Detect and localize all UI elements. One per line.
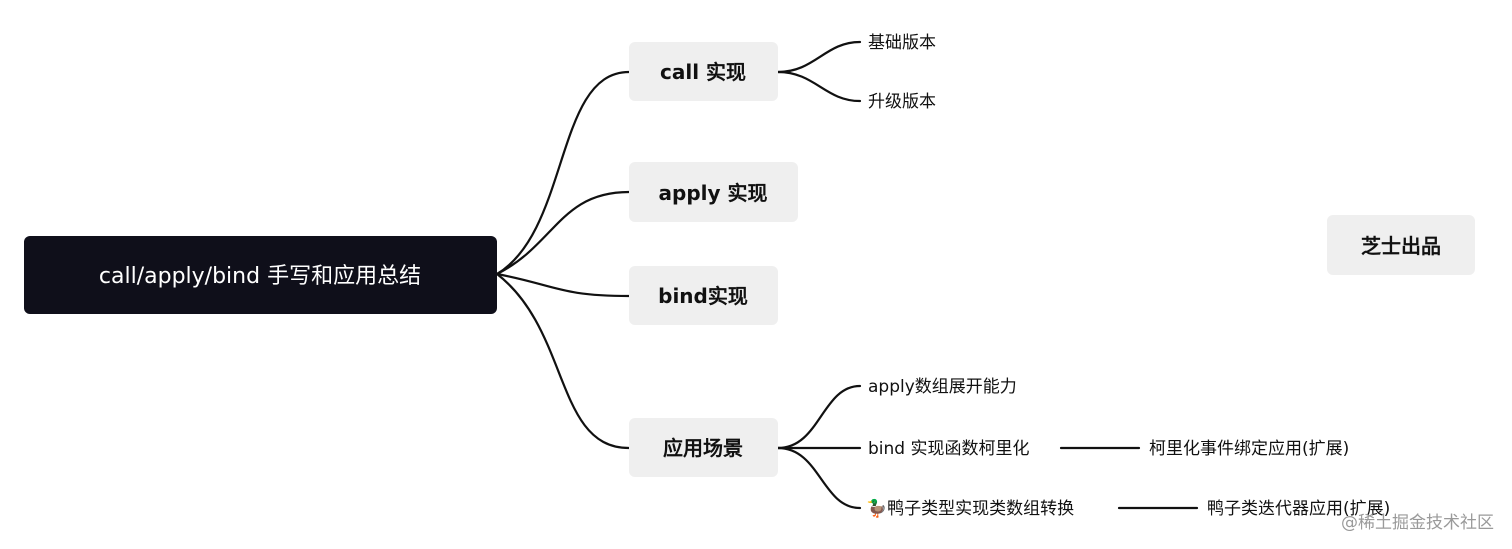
branch-node-bind-label: bind实现 xyxy=(658,284,748,308)
connector-lines xyxy=(495,40,1199,510)
floating-node[interactable]: 芝士出品 xyxy=(1327,215,1475,275)
branch-node-bind-box xyxy=(629,266,778,325)
floating-node-box xyxy=(1327,215,1475,275)
edge-root-bind xyxy=(495,272,631,298)
floating-node-label: 芝士出品 xyxy=(1361,234,1441,258)
branch-node-scenarios-box xyxy=(629,418,778,477)
leaf-node-currying-extension[interactable]: 柯里化事件绑定应用(扩展) xyxy=(1149,439,1349,459)
edge-root-apply xyxy=(495,190,631,276)
root-node-box xyxy=(24,236,497,314)
watermark: @稀土掘金技术社区 xyxy=(1341,513,1494,533)
edge-call-basic xyxy=(776,40,862,74)
leaf-node-basic-version[interactable]: 基础版本 xyxy=(868,33,936,53)
leaf-node-upgraded-version[interactable]: 升级版本 xyxy=(868,92,936,112)
edge-call-upgrade xyxy=(776,70,862,103)
leaf-node-duck-typing[interactable]: 🦆鸭子类型实现类数组转换 xyxy=(866,498,1074,519)
root-node-label: call/apply/bind 手写和应用总结 xyxy=(99,264,421,289)
branch-node-call-box xyxy=(629,42,778,101)
branch-node-apply[interactable]: apply 实现 xyxy=(629,162,798,222)
edge-root-call xyxy=(495,70,631,276)
leaf-node-iterator-extension[interactable]: 鸭子类迭代器应用(扩展) xyxy=(1207,499,1390,519)
branch-node-bind[interactable]: bind实现 xyxy=(629,266,778,325)
leaf-node-bind-currying[interactable]: bind 实现函数柯里化 xyxy=(868,439,1029,459)
edge-scenario-apply xyxy=(776,384,862,450)
branch-node-apply-label: apply 实现 xyxy=(659,181,768,205)
root-node[interactable]: call/apply/bind 手写和应用总结 xyxy=(24,236,497,314)
edge-root-scenarios xyxy=(495,272,631,450)
branch-node-scenarios-label: 应用场景 xyxy=(663,436,743,460)
branch-node-call[interactable]: call 实现 xyxy=(629,42,778,101)
branch-node-call-label: call 实现 xyxy=(660,60,746,84)
branch-node-apply-box xyxy=(629,162,798,222)
branch-node-scenarios[interactable]: 应用场景 xyxy=(629,418,778,477)
leaf-node-apply-spread[interactable]: apply数组展开能力 xyxy=(868,377,1017,397)
edge-scenario-duck xyxy=(776,446,862,510)
